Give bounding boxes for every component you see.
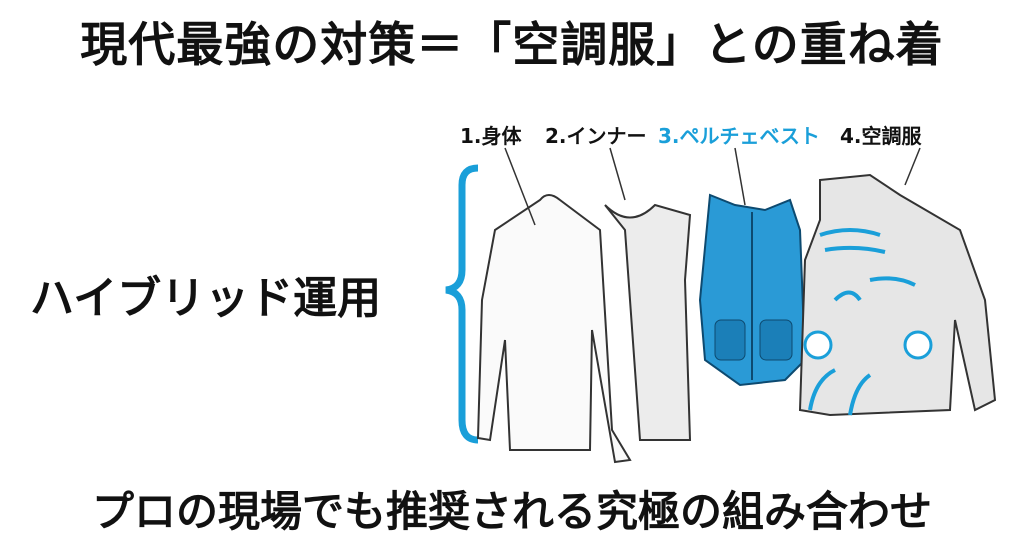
brace [445,164,479,444]
layer-label-vest: 3.ペルチェベスト [658,124,820,148]
fan-icon [803,330,833,360]
page-title: 現代最強の対策＝「空調服」との重ね着 [80,18,944,73]
fan-jacket [798,173,997,417]
layer-label-jacket: 4.空調服 [840,124,922,148]
layer-label-inner: 2.インナー [545,124,647,148]
inner-garment [604,203,692,441]
caption: プロの現場でも推奨される究極の組み合わせ [91,487,932,536]
body-garment [476,194,632,464]
airflow-arrows [808,228,916,416]
layer-label-body: 1.身体 [460,124,522,148]
leader-lines [504,147,921,226]
fan-icon [903,330,933,360]
group-label: ハイブリッド運用 [30,273,382,324]
